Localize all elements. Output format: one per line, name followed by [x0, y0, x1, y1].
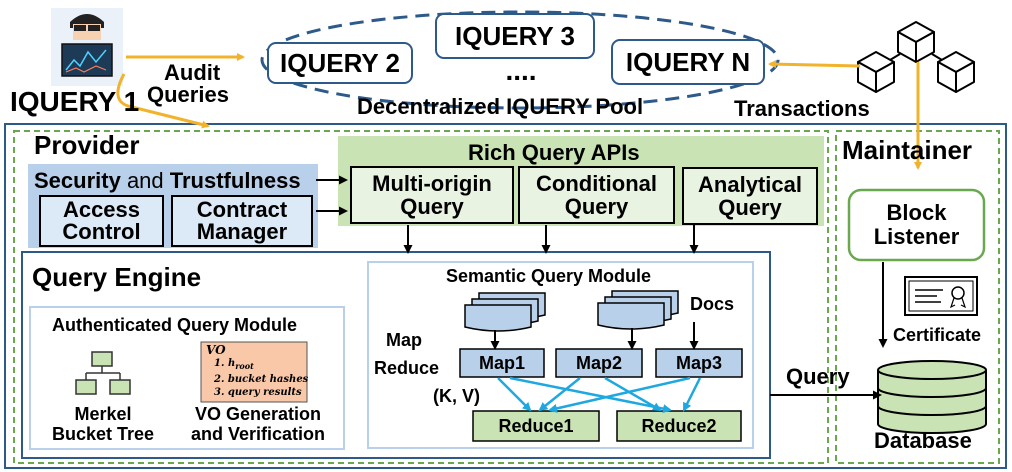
- reduce1-label: Reduce1: [498, 415, 574, 436]
- pool-ellipsis: ....: [505, 55, 537, 86]
- vo-card-title: VO: [206, 343, 226, 357]
- access-control-box: [39, 195, 164, 247]
- block-listener-line2: Listener: [873, 224, 960, 249]
- map2-label: Map2: [575, 352, 622, 373]
- pool-node-box-2: [267, 42, 413, 84]
- provider-frame: [13, 130, 829, 464]
- query-engine-frame: [21, 251, 771, 459]
- query-engine-title: Query Engine: [32, 262, 202, 292]
- cyan-arrows: [497, 376, 702, 414]
- vo-card-item2: 2. bucket hashes: [214, 374, 309, 385]
- contract-manager-line1: Contract: [196, 197, 288, 222]
- contract-manager-box: [171, 195, 313, 247]
- pool-node-2: IQUERY 2: [280, 47, 400, 78]
- pool-label: Decentralized IQUERY Pool: [357, 94, 644, 119]
- pool-node-3: IQUERY 3: [455, 20, 575, 51]
- pool-node-n: IQUERY N: [625, 46, 751, 77]
- merkle-tree-icon: [75, 351, 131, 395]
- vo-card-text: VO 1. hroot 2. bucket hashes 3. query re…: [206, 344, 308, 399]
- multi-origin-line1: Multi-origin: [372, 171, 492, 196]
- pool-node-box-n: [611, 39, 765, 85]
- multi-origin-line2: Query: [400, 194, 464, 219]
- reduce1-box: [472, 410, 600, 442]
- database-label: Database: [874, 428, 972, 453]
- merkle-label: Merkel Bucket Tree: [38, 404, 168, 444]
- merkle-line2: Bucket Tree: [51, 424, 155, 444]
- user-icon: [51, 8, 123, 86]
- transactions-label: Transactions: [734, 96, 870, 121]
- vo-card-item3: 3. query results: [214, 387, 302, 398]
- contract-manager: Contract Manager: [172, 196, 312, 246]
- conditional-line2: Query: [564, 194, 629, 219]
- block-listener: Block Listener: [849, 190, 984, 260]
- pool-ellipse: [260, 10, 780, 110]
- map2-box: [555, 348, 643, 378]
- vo-gen-line2: and Verification: [190, 424, 326, 444]
- map-reduce-label-1: Map: [386, 330, 422, 350]
- certificate-icon: [904, 276, 978, 316]
- auth-module-title: Authenticated Query Module: [52, 315, 298, 335]
- black-arrows: [316, 175, 888, 400]
- multi-origin-box: [350, 166, 514, 224]
- provider-title: Provider: [34, 130, 140, 160]
- vo-gen-label: VO Generation and Verification: [178, 404, 338, 444]
- map3-label: Map3: [675, 352, 722, 373]
- access-control-line2: Control: [62, 219, 141, 244]
- multi-origin-query: Multi-origin Query: [351, 167, 513, 223]
- docs-stack-icon: [464, 290, 679, 332]
- iquery1-label: IQUERY 1: [10, 86, 140, 117]
- vo-card-item1: 1. hroot: [206, 357, 308, 373]
- certificate-label: Certificate: [893, 325, 982, 345]
- reduce2-label: Reduce2: [641, 415, 717, 436]
- maintainer-title: Maintainer: [842, 135, 973, 165]
- map-reduce-label-2: Reduce: [374, 358, 440, 378]
- kv-label: (K, V): [433, 386, 480, 406]
- merkle-line1: Merkel: [74, 404, 132, 424]
- conditional-line1: Conditional: [536, 171, 657, 196]
- analytical-query: Analytical Query: [683, 168, 817, 224]
- block-listener-box: [847, 188, 986, 262]
- security-title-bold1: Security: [34, 168, 121, 193]
- contract-manager-line2: Manager: [196, 219, 288, 244]
- map3-box: [655, 348, 743, 378]
- vo-card: [200, 341, 308, 403]
- analytical-box: [682, 167, 818, 225]
- vo-card-item1-sub: root: [235, 361, 254, 371]
- semantic-module-frame: [367, 261, 754, 449]
- database-icon: [877, 360, 987, 434]
- analytical-line1: Analytical: [698, 172, 802, 197]
- analytical-line2: Query: [718, 195, 782, 220]
- audit-label-1: Audit: [164, 60, 221, 85]
- auth-module-frame: [29, 306, 345, 450]
- audit-label-2: Queries: [147, 82, 229, 107]
- reduce2-box: [616, 410, 742, 442]
- conditional-box: [518, 166, 675, 224]
- system-frame: [4, 123, 1007, 469]
- conditional-query: Conditional Query: [519, 167, 674, 223]
- security-title-and: and: [120, 168, 170, 193]
- vo-card-item1-h: h: [227, 358, 236, 369]
- vo-gen-line1: VO Generation: [194, 404, 322, 424]
- map1-label: Map1: [478, 352, 525, 373]
- query-label: Query: [786, 364, 850, 389]
- docs-label: Docs: [690, 294, 735, 314]
- vo-card-item1-num: 1.: [214, 358, 225, 369]
- semantic-module-title: Semantic Query Module: [446, 266, 652, 286]
- pool-node-box-3: [435, 13, 595, 59]
- security-title-bold2: Trustfulness: [169, 168, 301, 193]
- access-control-line1: Access: [62, 197, 141, 222]
- access-control: Access Control: [40, 196, 163, 246]
- blockchain-icon: [857, 21, 975, 93]
- block-listener-line1: Block: [886, 200, 947, 225]
- map1-box: [459, 348, 545, 378]
- apis-title: Rich Query APIs: [468, 140, 640, 165]
- yellow-arrows: [116, 53, 922, 170]
- security-title: Security and Trustfulness: [34, 168, 301, 194]
